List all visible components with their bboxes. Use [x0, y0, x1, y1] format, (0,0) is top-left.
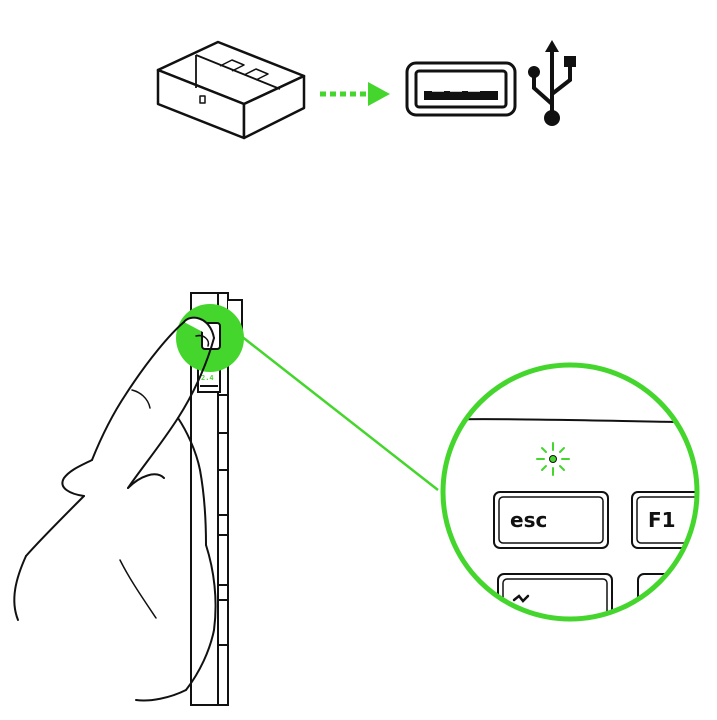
- dotted-arrow-icon: [320, 82, 390, 106]
- usb-trident-icon: [528, 40, 576, 126]
- usb-port-icon: [407, 63, 515, 115]
- hand-press-icon: [14, 318, 215, 701]
- tilde-key: [498, 574, 612, 630]
- blinking-led-icon: [537, 443, 569, 475]
- key-1: [638, 574, 717, 630]
- zoom-inset: esc F1: [430, 365, 717, 630]
- usb-dongle-icon: [158, 42, 304, 138]
- zoom-connector: [236, 332, 438, 490]
- esc-key: esc: [494, 492, 608, 548]
- esc-label: esc: [510, 508, 547, 532]
- f1-label: F1: [648, 508, 676, 532]
- mode-label: 2.4: [201, 374, 214, 382]
- f1-key: F1: [632, 492, 717, 548]
